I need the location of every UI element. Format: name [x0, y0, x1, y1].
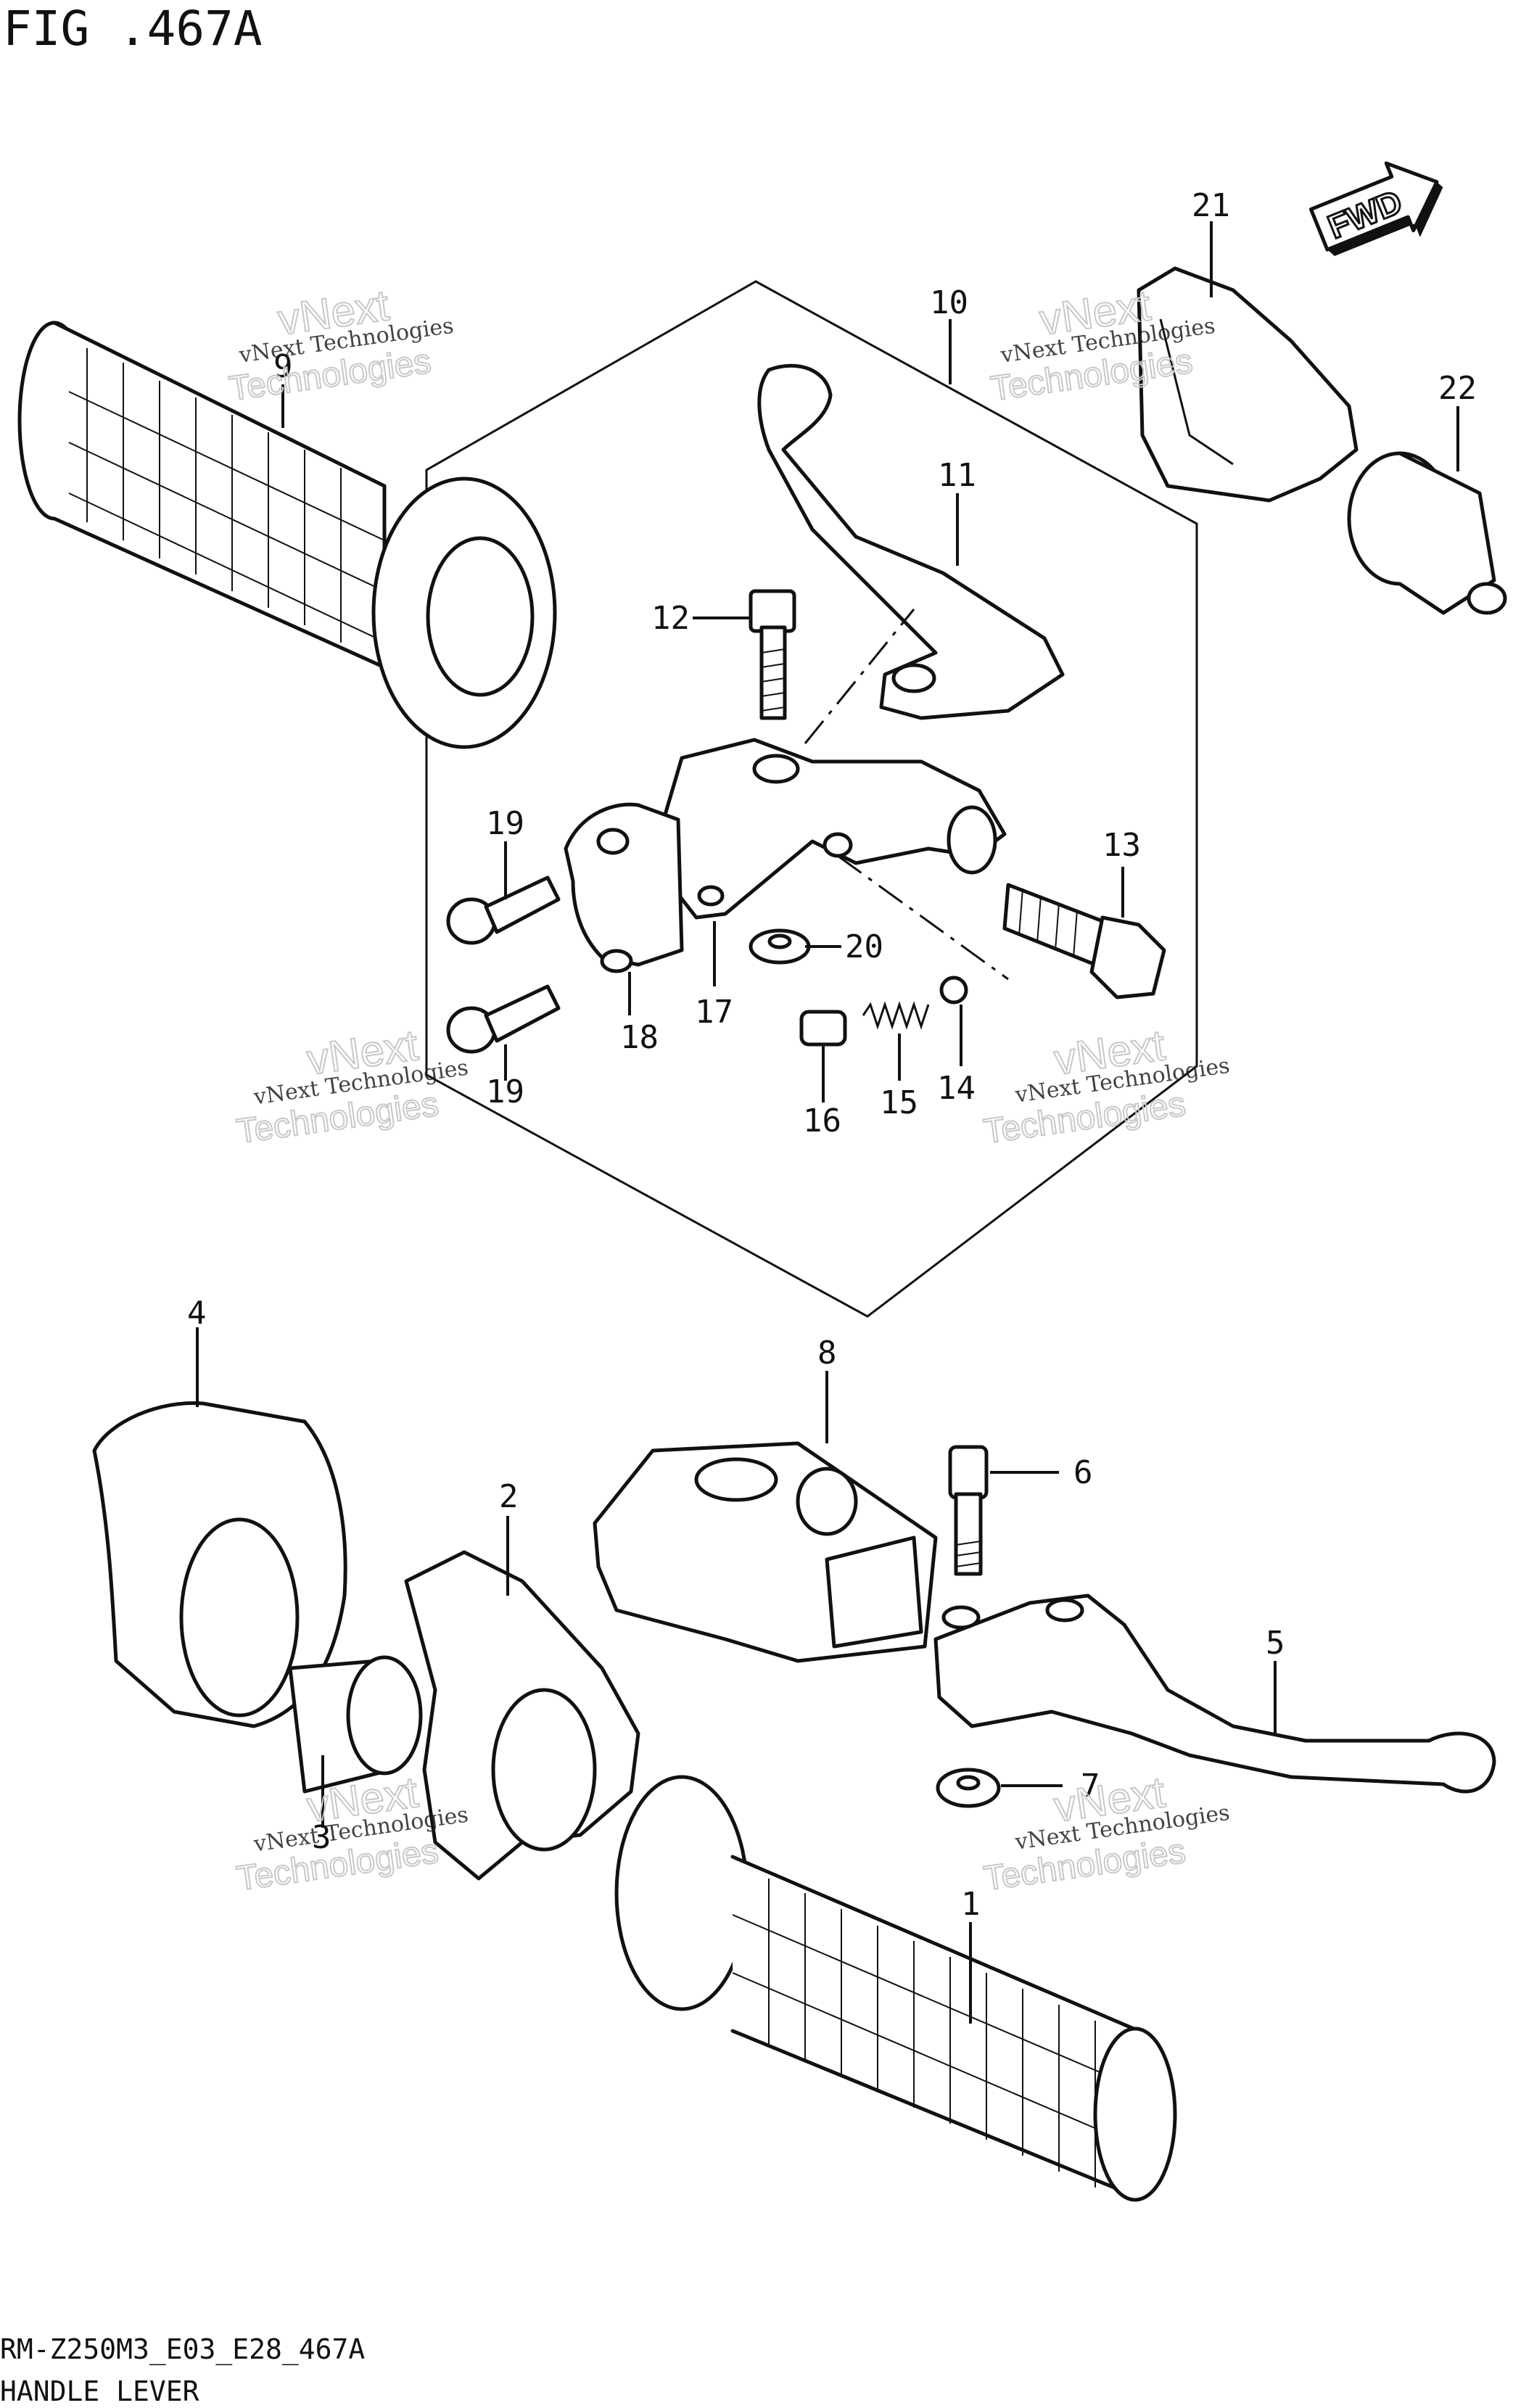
figure-title: FIG .467A [3, 1, 263, 57]
part-17-lever-holder [661, 738, 1007, 920]
part-2-holder [404, 1550, 640, 1881]
watermark-bottom-right: vNext Technologies vNext Technologies [981, 1767, 1232, 1899]
callout-5: 5 [1266, 1625, 1285, 1662]
callout-18: 18 [620, 1019, 659, 1056]
part-6-pivot-bolt [948, 1445, 989, 1576]
part-20-nut [749, 928, 811, 965]
part-12-bolt [749, 589, 796, 720]
footer-code: RM-Z250M3_E03_E28_467A [0, 2333, 365, 2366]
callout-8: 8 [817, 1335, 837, 1372]
callout-14: 14 [937, 1070, 976, 1107]
part-13-adjuster-screw [1002, 883, 1166, 999]
watermark-top-left: vNext Technologies vNext Technologies [226, 280, 455, 409]
part-8-switch-housing [593, 1441, 938, 1663]
callout-1: 1 [961, 1886, 981, 1923]
callout-15: 15 [880, 1084, 918, 1121]
callout-19-upper: 19 [486, 805, 524, 842]
part-5-lever [933, 1593, 1496, 1794]
part-4-lever-cover [92, 1401, 347, 1728]
callout-10: 10 [930, 284, 968, 321]
part-3-collar [288, 1655, 423, 1794]
footer-name: HANDLE LEVER [0, 2375, 199, 2407]
callout-22: 22 [1438, 370, 1477, 407]
callout-13: 13 [1102, 827, 1141, 864]
part-14-ball [939, 976, 968, 1005]
part-9-left-grip [17, 321, 557, 749]
callout-11: 11 [938, 457, 976, 494]
callout-12: 12 [651, 600, 690, 637]
part-22-cable-adjuster [1347, 451, 1507, 615]
callout-labels: 10 11 12 13 19 19 18 17 20 14 15 16 21 2… [187, 187, 1477, 1923]
watermark-mid-left: vNext Technologies vNext Technologies [234, 1020, 470, 1152]
part-10-lever [757, 363, 1065, 720]
callout-2: 2 [499, 1478, 519, 1515]
callout-21: 21 [1192, 187, 1230, 224]
callout-3: 3 [312, 1819, 331, 1856]
part-7-nut [936, 1768, 1001, 1808]
leader-lines [196, 221, 1459, 2024]
callout-17: 17 [695, 994, 733, 1031]
callout-9: 9 [273, 348, 293, 385]
part-19-bolt-upper [446, 875, 561, 945]
callout-4: 4 [187, 1295, 207, 1332]
callout-6: 6 [1073, 1454, 1093, 1491]
part-16-adjuster [799, 1010, 847, 1047]
part-1-right-grip [614, 1775, 1177, 2202]
callout-16: 16 [803, 1102, 841, 1139]
lever-assembly-outline [425, 280, 1198, 1318]
fwd-arrow-icon: FWD [1308, 161, 1443, 257]
part-18-clamp [564, 802, 684, 973]
part-15-spring [862, 1001, 930, 1030]
part-21-lever-cover [1137, 266, 1359, 503]
dashed-assembly-lines [804, 609, 1009, 981]
part-19-bolt-lower [446, 984, 561, 1054]
callout-19-lower: 19 [486, 1073, 524, 1110]
callout-7: 7 [1081, 1768, 1100, 1805]
callout-20: 20 [845, 928, 883, 965]
